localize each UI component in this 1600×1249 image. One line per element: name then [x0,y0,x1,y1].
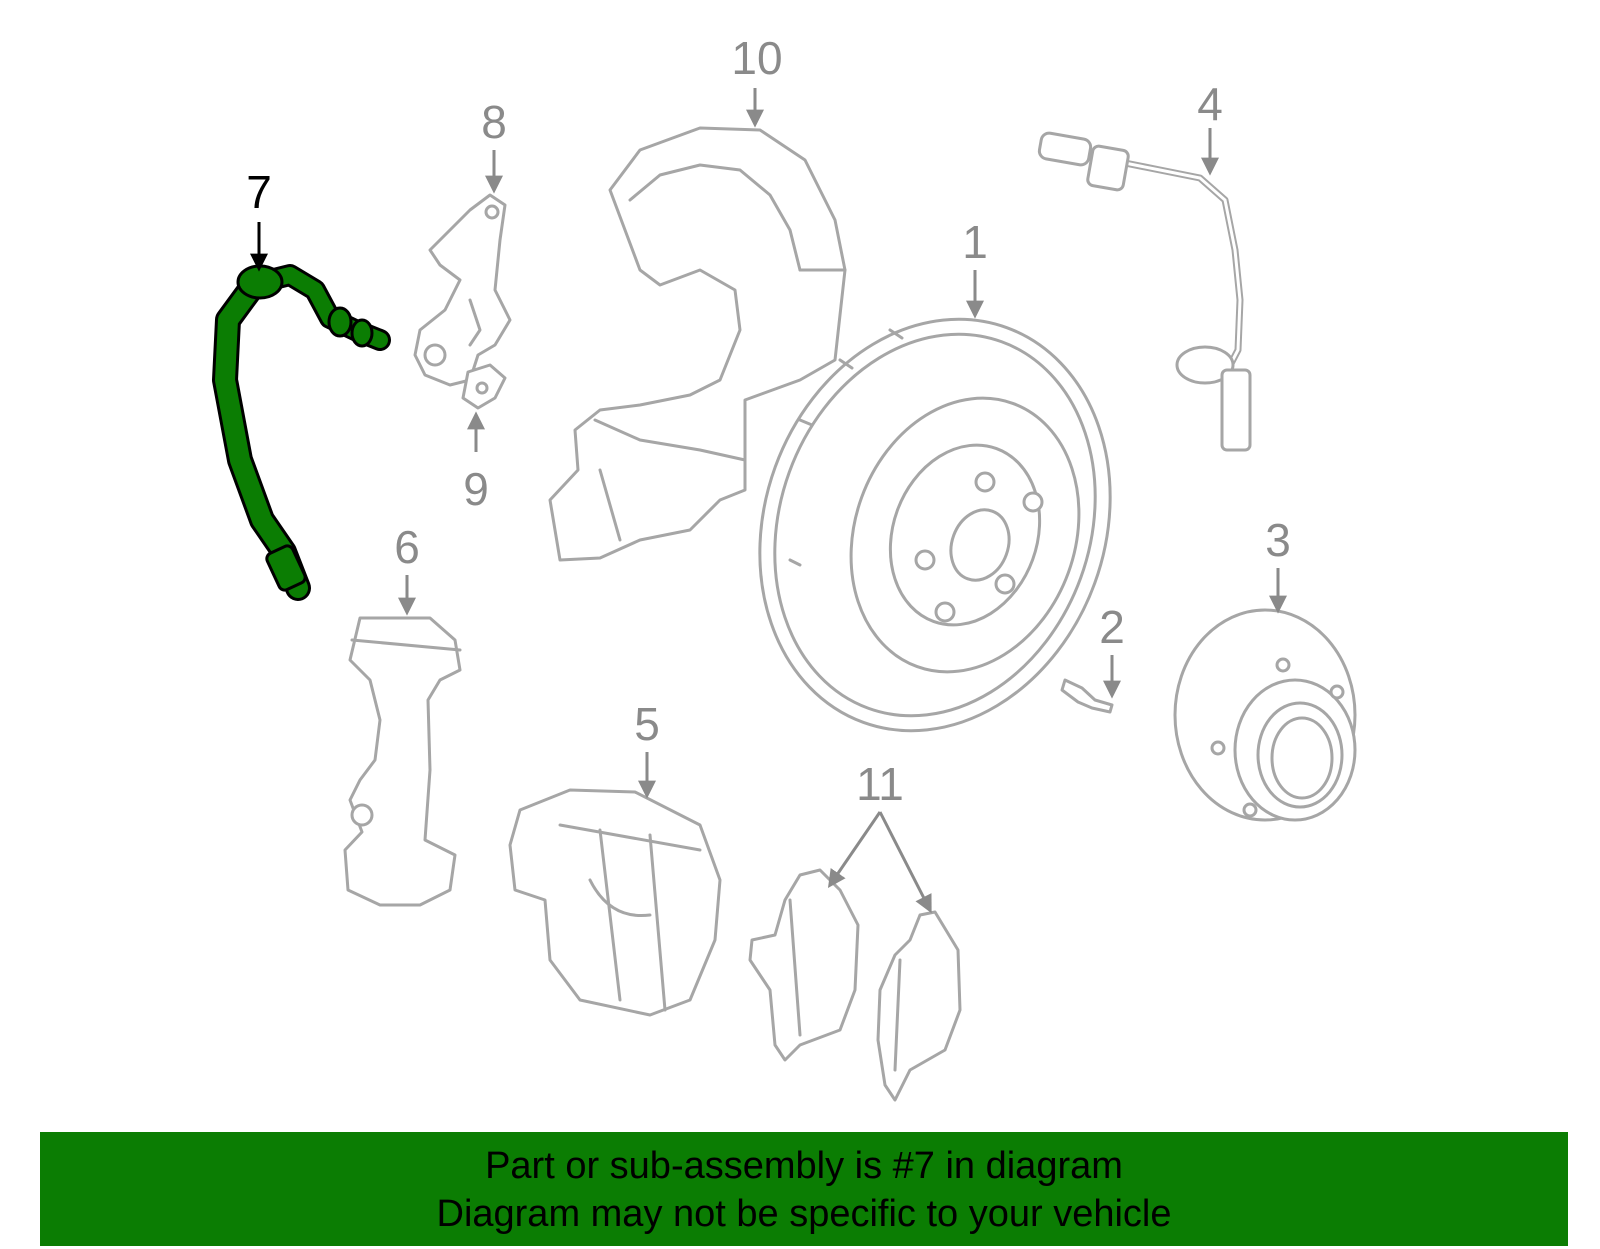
part-5-caliper[interactable] [508,788,722,1017]
callout-8: 8 [481,96,507,148]
leader-11b [878,811,932,914]
callout-2: 2 [1099,601,1125,653]
part-11-brake-pads[interactable] [748,868,962,1102]
callout-5: 5 [634,698,660,750]
part-1-brake-rotor[interactable] [703,270,1166,781]
part-2-bolt[interactable] [1060,678,1114,714]
callout-10: 10 [731,32,782,84]
part-9-clip[interactable] [461,363,507,410]
part-7-brake-hose[interactable] [212,264,391,601]
callout-11: 11 [856,758,904,810]
info-banner: Part or sub-assembly is #7 in diagram Di… [40,1132,1568,1246]
part-6-caliper-bracket[interactable] [343,616,462,907]
part-4-abs-sensor[interactable] [1037,131,1252,452]
part-8-bracket[interactable] [413,193,512,387]
part-10-splash-shield[interactable] [548,126,847,562]
callout-6: 6 [394,521,420,573]
banner-line-2: Diagram may not be specific to your vehi… [436,1193,1172,1235]
leader-11a [827,811,882,888]
callout-1: 1 [962,216,988,268]
callout-7: 7 [246,166,272,218]
brake-parts-diagram: 7 8 9 10 1 4 6 5 2 3 11 [212,32,1357,1102]
banner-line-1: Part or sub-assembly is #7 in diagram [485,1145,1123,1187]
callout-9: 9 [463,463,489,515]
callout-4: 4 [1197,78,1223,130]
part-3-wheel-hub[interactable] [1173,608,1357,822]
callout-3: 3 [1265,514,1291,566]
